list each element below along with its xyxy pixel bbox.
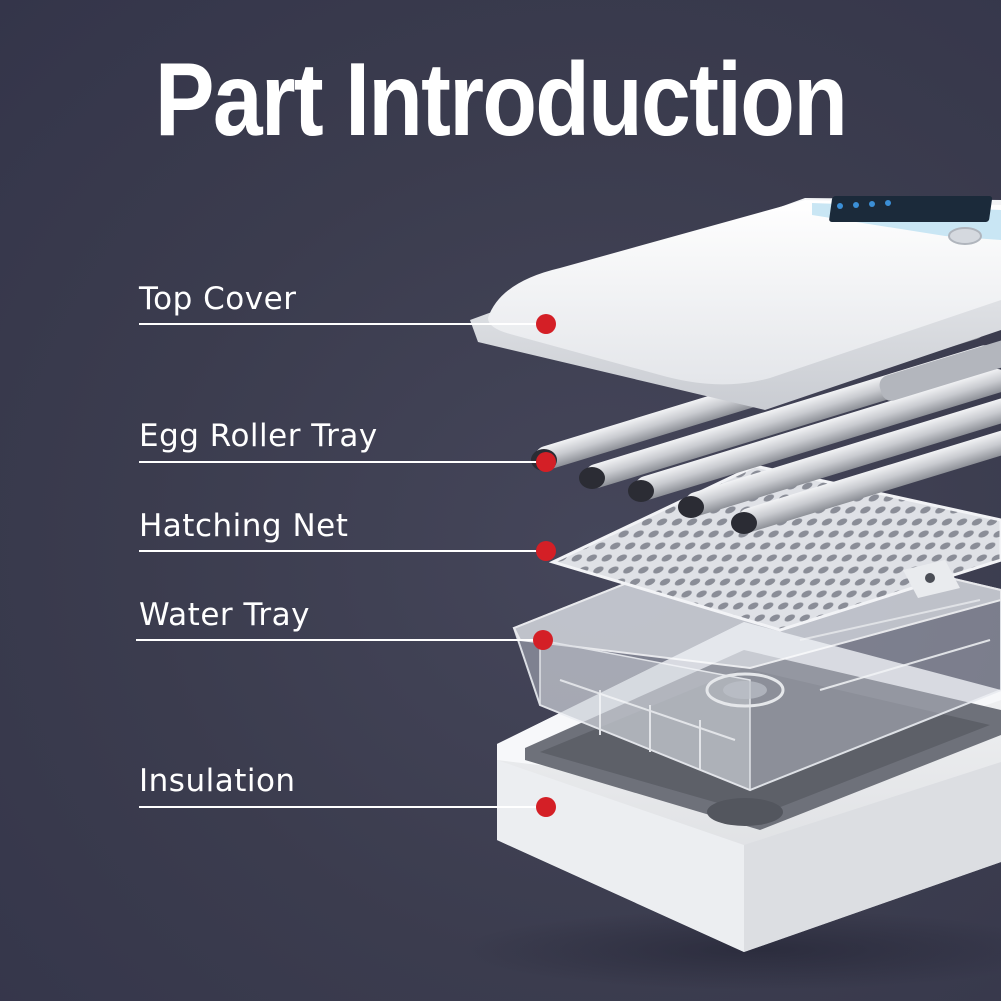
label-egg-roller-tray: Egg Roller Tray [139, 421, 378, 452]
label-hatching-net: Hatching Net [139, 511, 348, 542]
label-top-cover: Top Cover [139, 284, 296, 315]
marker-dot-water-tray [533, 630, 553, 650]
leader-line-top-cover [139, 323, 547, 325]
label-water-tray: Water Tray [139, 600, 310, 631]
marker-dot-egg-roller-tray [536, 452, 556, 472]
leader-line-insulation [139, 806, 547, 808]
marker-dot-insulation [536, 797, 556, 817]
leader-line-egg-roller-tray [139, 461, 547, 463]
marker-dot-hatching-net [536, 541, 556, 561]
leader-line-water-tray [136, 639, 544, 641]
label-insulation: Insulation [139, 766, 296, 797]
page-title: Part Introduction [70, 48, 931, 152]
leader-line-hatching-net [139, 550, 547, 552]
marker-dot-top-cover [536, 314, 556, 334]
